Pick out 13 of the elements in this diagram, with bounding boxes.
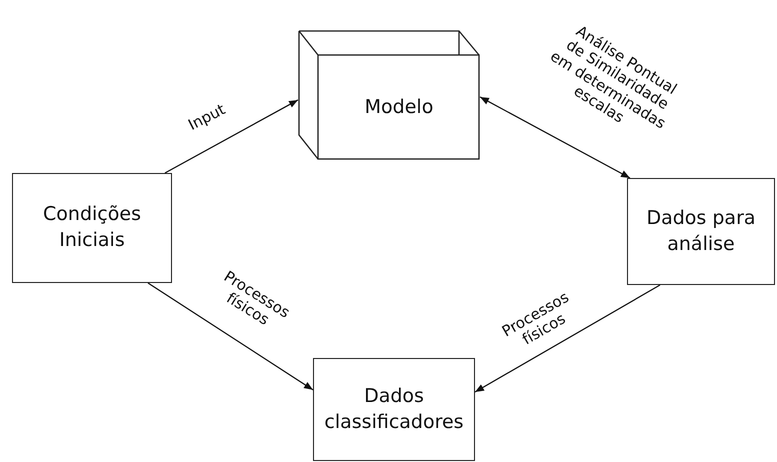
process-box xyxy=(12,173,172,283)
arrow xyxy=(474,284,660,392)
arrow xyxy=(480,96,630,179)
node-label: Dados para análise xyxy=(645,206,757,256)
edge-label: Input xyxy=(184,98,230,136)
arrow xyxy=(148,282,314,390)
node-label: Condições Iniciais xyxy=(42,202,142,253)
node-label: Modelo xyxy=(364,94,434,120)
cube-box xyxy=(298,30,480,160)
process-box xyxy=(627,178,775,285)
arrow xyxy=(164,99,298,174)
node-label: Dados classificadores xyxy=(323,384,465,434)
process-box xyxy=(313,358,475,461)
